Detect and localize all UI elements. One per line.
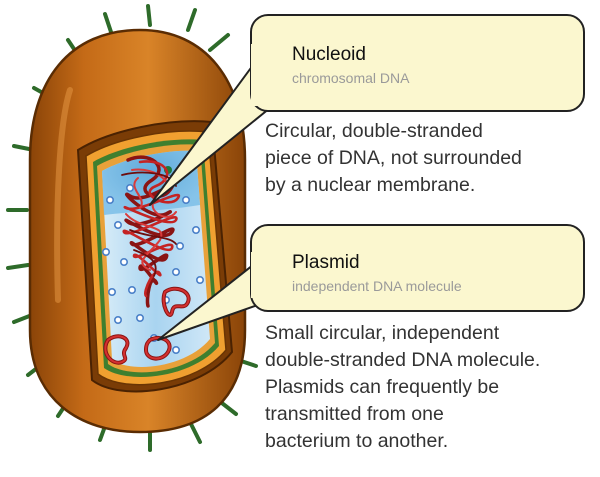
- nucleoid-desc-line: Circular, double-stranded: [265, 120, 483, 142]
- plasmid-desc-line: Plasmids can frequently be: [265, 376, 500, 398]
- plasmid-desc-line: double-stranded DNA molecule.: [265, 349, 541, 371]
- nucleoid-callout: Nucleoid chromosomal DNA: [250, 14, 585, 112]
- plasmids: [103, 286, 191, 365]
- plasmid-subtitle: independent DNA molecule: [292, 278, 462, 294]
- plasmid-desc-line: Small circular, independent: [265, 322, 500, 344]
- plasmid-desc-line: transmitted from one: [265, 403, 444, 425]
- nucleoid-title: Nucleoid: [292, 44, 366, 65]
- nucleoid-description: Circular, double-stranded piece of DNA, …: [265, 118, 522, 199]
- plasmid-description: Small circular, independent double-stran…: [265, 320, 540, 455]
- plasmid-title: Plasmid: [292, 252, 360, 273]
- plasmid-desc-line: bacterium to another.: [265, 430, 449, 452]
- nucleoid-dna: [121, 155, 181, 308]
- nucleoid-subtitle: chromosomal DNA: [292, 70, 410, 86]
- nucleoid-desc-line: piece of DNA, not surrounded: [265, 147, 522, 169]
- nucleoid-desc-line: by a nuclear membrane.: [265, 174, 476, 196]
- plasmid-callout: Plasmid independent DNA molecule: [250, 224, 585, 312]
